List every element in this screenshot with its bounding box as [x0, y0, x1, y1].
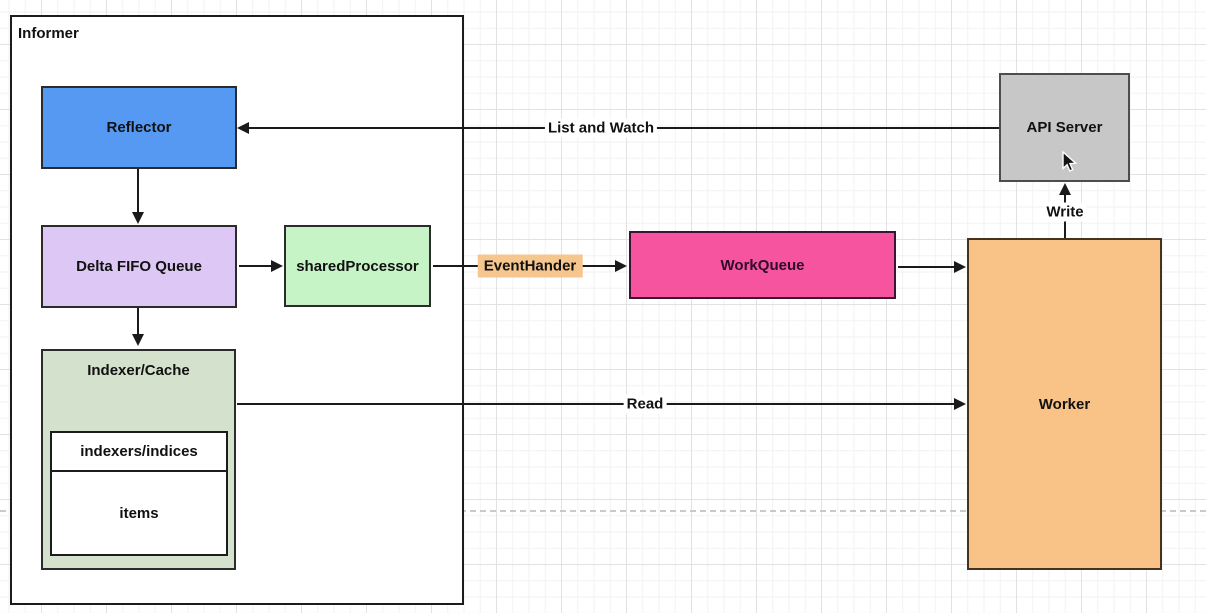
- arrowhead-right-icon: [954, 261, 966, 273]
- edge-reflector-to-delta-fifo: [137, 169, 139, 214]
- reflector-node[interactable]: Reflector: [41, 86, 237, 169]
- delta-fifo-queue-label: Delta FIFO Queue: [76, 258, 202, 275]
- shared-processor-label: sharedProcessor: [296, 257, 419, 275]
- indexer-cache-label: Indexer/Cache: [87, 362, 190, 379]
- shared-processor-node[interactable]: sharedProcessor: [284, 225, 431, 307]
- worker-label: Worker: [1038, 395, 1091, 413]
- reflector-label: Reflector: [106, 119, 172, 136]
- arrowhead-up-icon: [1059, 183, 1071, 195]
- indexers-indices-box[interactable]: indexers/indices: [50, 431, 228, 472]
- worker-node[interactable]: Worker: [967, 238, 1162, 570]
- work-queue-node[interactable]: WorkQueue: [629, 231, 896, 299]
- edge-label-write: Write: [1043, 202, 1087, 222]
- api-server-label: API Server: [1026, 119, 1103, 136]
- edge-label-read: Read: [623, 394, 667, 414]
- arrowhead-left-icon: [237, 122, 249, 134]
- edge-work-queue-to-worker: [898, 266, 956, 268]
- indexers-indices-label: indexers/indices: [80, 443, 198, 460]
- work-queue-label: WorkQueue: [720, 256, 805, 274]
- arrowhead-right-icon: [954, 398, 966, 410]
- api-server-node[interactable]: API Server: [999, 73, 1130, 182]
- edge-delta-fifo-to-indexer-cache: [137, 308, 139, 336]
- informer-label: Informer: [18, 25, 79, 42]
- edge-label-list-and-watch: List and Watch: [544, 118, 658, 138]
- arrowhead-down-icon: [132, 212, 144, 224]
- delta-fifo-queue-node[interactable]: Delta FIFO Queue: [41, 225, 237, 308]
- dashed-separator-line: [0, 510, 1206, 512]
- items-label: items: [119, 504, 159, 522]
- arrowhead-right-icon: [271, 260, 283, 272]
- arrowhead-down-icon: [132, 334, 144, 346]
- edge-read: [237, 403, 956, 405]
- arrowhead-right-icon: [615, 260, 627, 272]
- edge-delta-fifo-to-shared-processor: [239, 265, 273, 267]
- items-box[interactable]: items: [50, 470, 228, 556]
- mouse-cursor-icon: [1062, 150, 1078, 172]
- edge-label-event-hander: EventHander: [477, 254, 583, 278]
